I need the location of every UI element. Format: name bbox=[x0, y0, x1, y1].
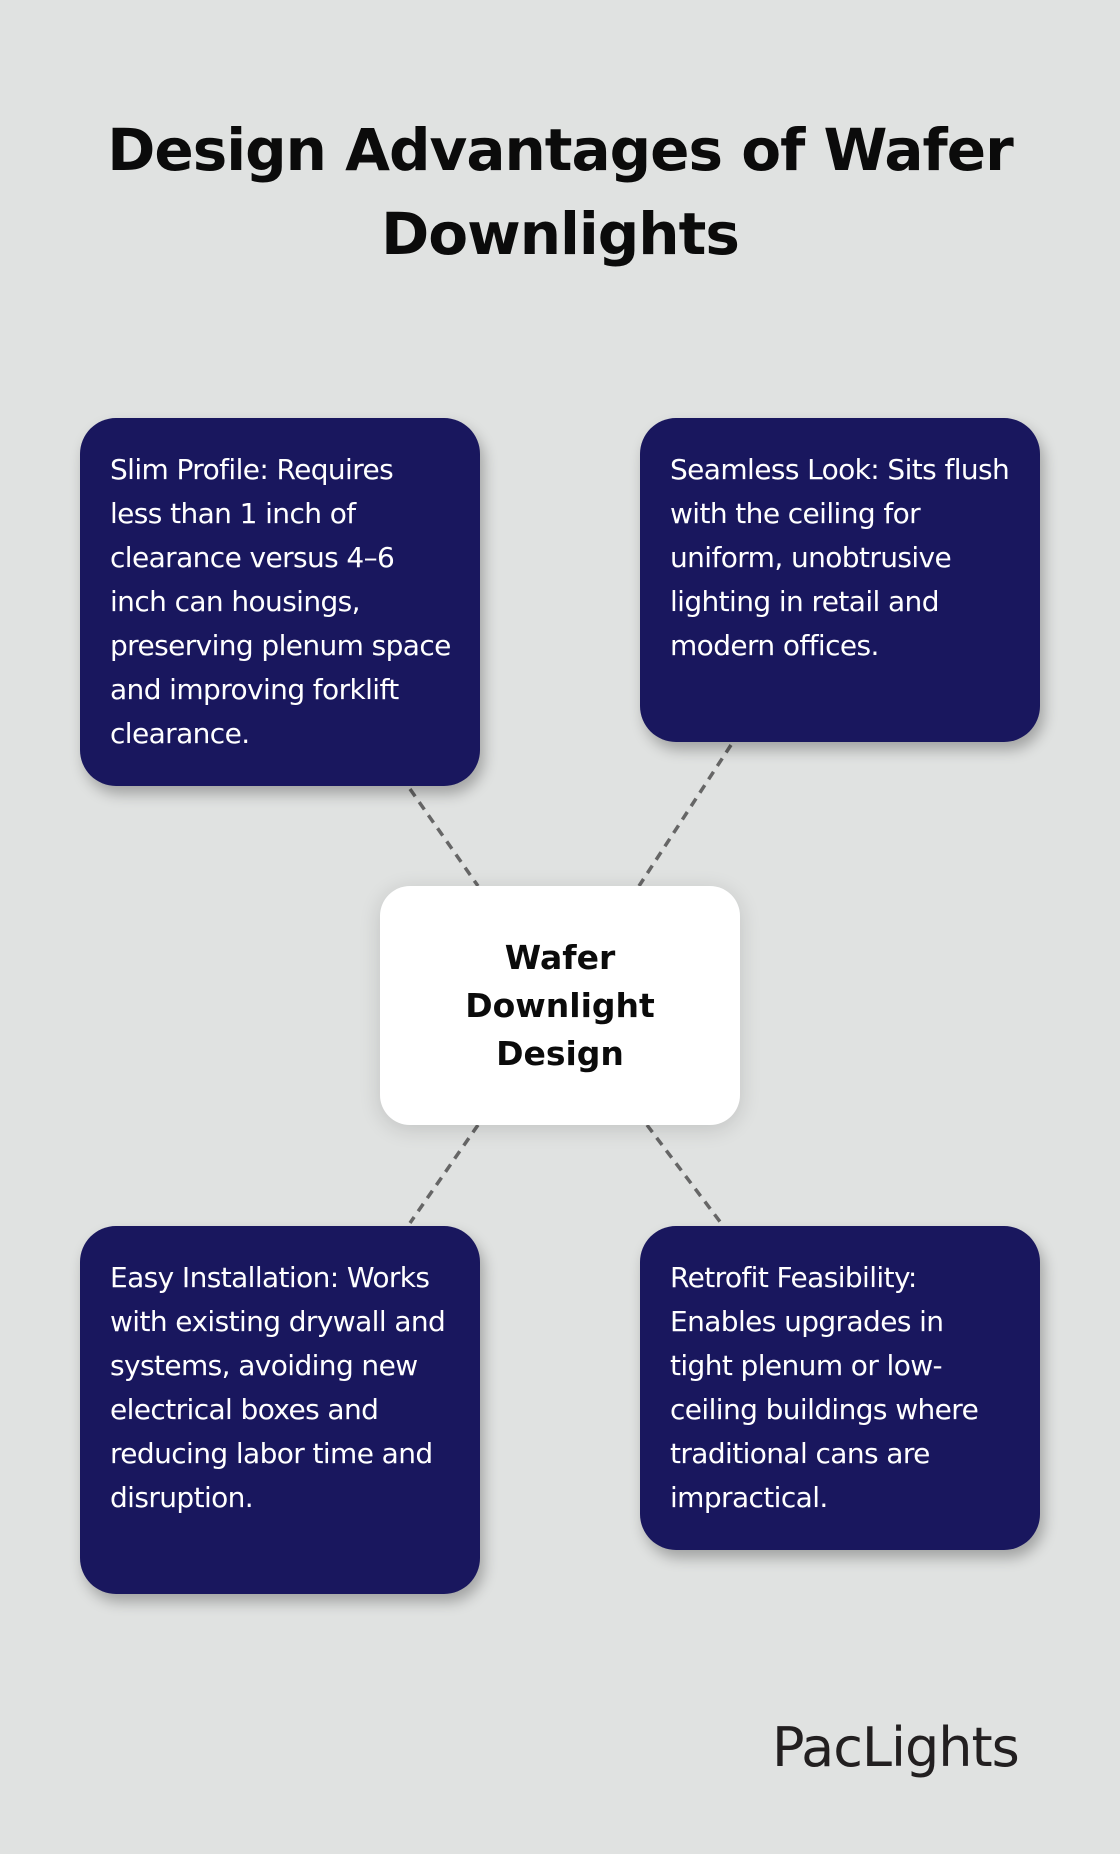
center-node-label: Wafer Downlight Design bbox=[465, 937, 655, 1073]
diagram-title: Design Advantages of Wafer Downlights bbox=[107, 116, 1013, 268]
connector-top-left bbox=[408, 787, 480, 888]
node-retrofit-feasibility: Retrofit Feasibility: Enables upgrades i… bbox=[640, 1226, 1040, 1550]
node-text: Seamless Look: Sits flush with the ceili… bbox=[670, 453, 1010, 662]
center-node: Wafer Downlight Design bbox=[380, 886, 740, 1125]
node-seamless-look: Seamless Look: Sits flush with the ceili… bbox=[640, 418, 1040, 742]
connector-top-right bbox=[637, 744, 733, 887]
node-easy-installation: Easy Installation: Works with existing d… bbox=[80, 1226, 480, 1594]
connector-bottom-left bbox=[408, 1124, 480, 1224]
brand-logo: PacLights bbox=[772, 1716, 1020, 1779]
node-text: Retrofit Feasibility: Enables upgrades i… bbox=[670, 1261, 979, 1514]
node-slim-profile: Slim Profile: Requires less than 1 inch … bbox=[80, 418, 480, 786]
node-text: Slim Profile: Requires less than 1 inch … bbox=[110, 453, 451, 750]
connector-bottom-right bbox=[645, 1123, 723, 1225]
node-text: Easy Installation: Works with existing d… bbox=[110, 1261, 446, 1514]
